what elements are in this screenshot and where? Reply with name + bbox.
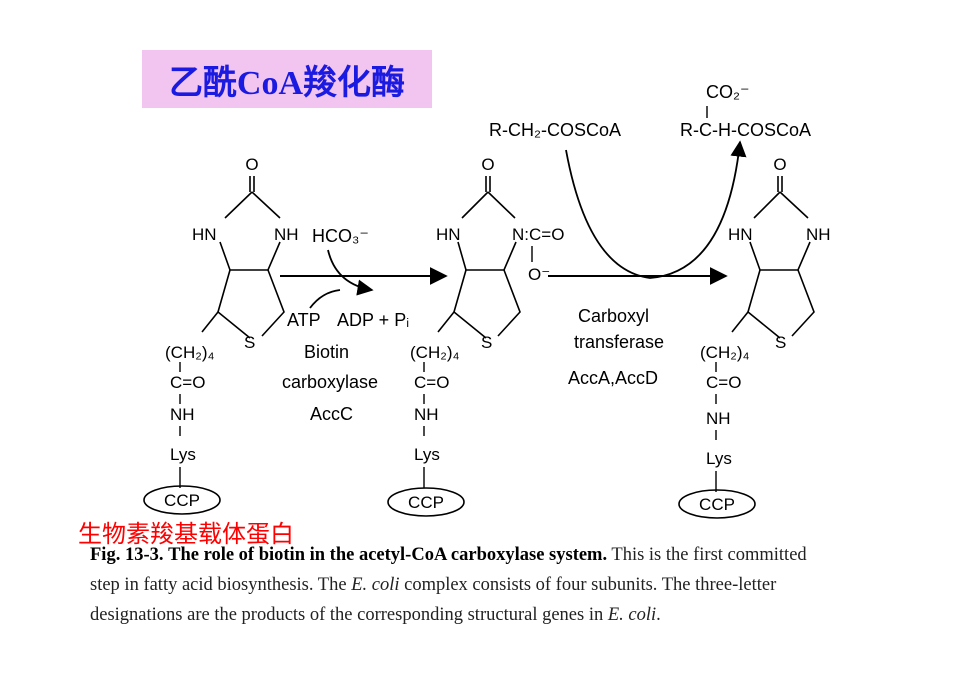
bicarbonate-arrow <box>327 249 374 296</box>
biotin-structure-2: O HN N:C=O O⁻ S (CH₂)₄ C=O NH Lys CCP <box>387 155 564 517</box>
biotin-structure-1: O HN NH S (CH₂)₄ C=O NH Lys CCP <box>143 155 299 515</box>
lys-label: Lys <box>414 445 440 464</box>
product-label: R-C-H-COSCoA <box>680 120 811 140</box>
amide-label: NH <box>170 405 195 424</box>
enzyme-1-name-line2: carboxylase <box>282 372 378 392</box>
sulfur-label: S <box>244 333 255 352</box>
amide-label: NH <box>706 409 731 428</box>
substrate-label: R-CH₂-COSCoA <box>489 120 621 140</box>
carboxy-n-label: N:C=O <box>512 225 564 244</box>
caption-text-1: This is the first committed <box>611 545 807 565</box>
ccp-label: CCP <box>699 495 735 514</box>
lys-label: Lys <box>706 449 732 468</box>
biotin-structure-3: O HN NH S (CH₂)₄ C=O NH Lys CCP <box>678 155 831 519</box>
oxygen-label: O <box>481 155 494 174</box>
bicarbonate-label: HCO₃⁻ <box>312 226 369 246</box>
slide-title: 乙酰CoA羧化酶 <box>168 64 406 102</box>
hn-label: HN <box>192 225 217 244</box>
sulfur-label: S <box>481 333 492 352</box>
carbonyl-label: C=O <box>170 373 205 392</box>
title-box: 乙酰CoA羧化酶 <box>142 50 432 108</box>
carboxylate-group-label: CO₂⁻ <box>706 82 750 102</box>
chain-label: (CH₂)₄ <box>165 343 214 362</box>
nh-label: NH <box>274 225 299 244</box>
nh-label: NH <box>806 225 831 244</box>
hn-label: HN <box>728 225 753 244</box>
oxygen-label: O <box>773 155 786 174</box>
amide-label: NH <box>414 405 439 424</box>
enzyme-1-gene: AccC <box>310 404 353 424</box>
ccp-ellipse <box>143 485 221 515</box>
reaction-1: HCO₃⁻ ATP ADP + Pᵢ Biotin carboxylase Ac… <box>280 226 448 424</box>
figure-title: The role of biotin in the acetyl-CoA car… <box>168 545 608 565</box>
o-minus-label: O⁻ <box>528 265 550 284</box>
hn-label: HN <box>436 225 461 244</box>
enzyme-2-genes: AccA,AccD <box>568 368 658 388</box>
transfer-curve-arrow <box>565 140 747 279</box>
carbonyl-label: C=O <box>706 373 741 392</box>
enzyme-2-name-line2: transferase <box>574 332 664 352</box>
figure-caption: Fig. 13-3. The role of biotin in the ace… <box>90 540 890 630</box>
carbonyl-label: C=O <box>414 373 449 392</box>
enzyme-1-name-line1: Biotin <box>304 342 349 362</box>
ccp-label: CCP <box>164 491 200 510</box>
enzyme-2-name-line1: Carboxyl <box>578 306 649 326</box>
atp-label: ATP <box>287 310 321 330</box>
oxygen-label: O <box>245 155 258 174</box>
sulfur-label: S <box>775 333 786 352</box>
atp-curve <box>309 289 341 309</box>
figure-label: Fig. 13-3. <box>90 545 164 565</box>
adp-label: ADP + Pᵢ <box>337 310 409 330</box>
caption-line-2: step in fatty acid biosynthesis. The E. … <box>90 575 777 595</box>
ccp-ellipse <box>678 489 756 519</box>
ccp-label: CCP <box>408 493 444 512</box>
chain-label: (CH₂)₄ <box>700 343 749 362</box>
ccp-annotation: 生物素羧基载体蛋白 <box>78 520 294 548</box>
caption-line-1: Fig. 13-3. The role of biotin in the ace… <box>90 540 890 570</box>
reaction-2: R-CH₂-COSCoA R-C-H-COSCoA CO₂⁻ Carboxyl … <box>489 82 811 388</box>
chain-label: (CH₂)₄ <box>410 343 459 362</box>
ccp-ellipse <box>387 487 465 517</box>
lys-label: Lys <box>170 445 196 464</box>
caption-line-3: designations are the products of the cor… <box>90 605 661 625</box>
